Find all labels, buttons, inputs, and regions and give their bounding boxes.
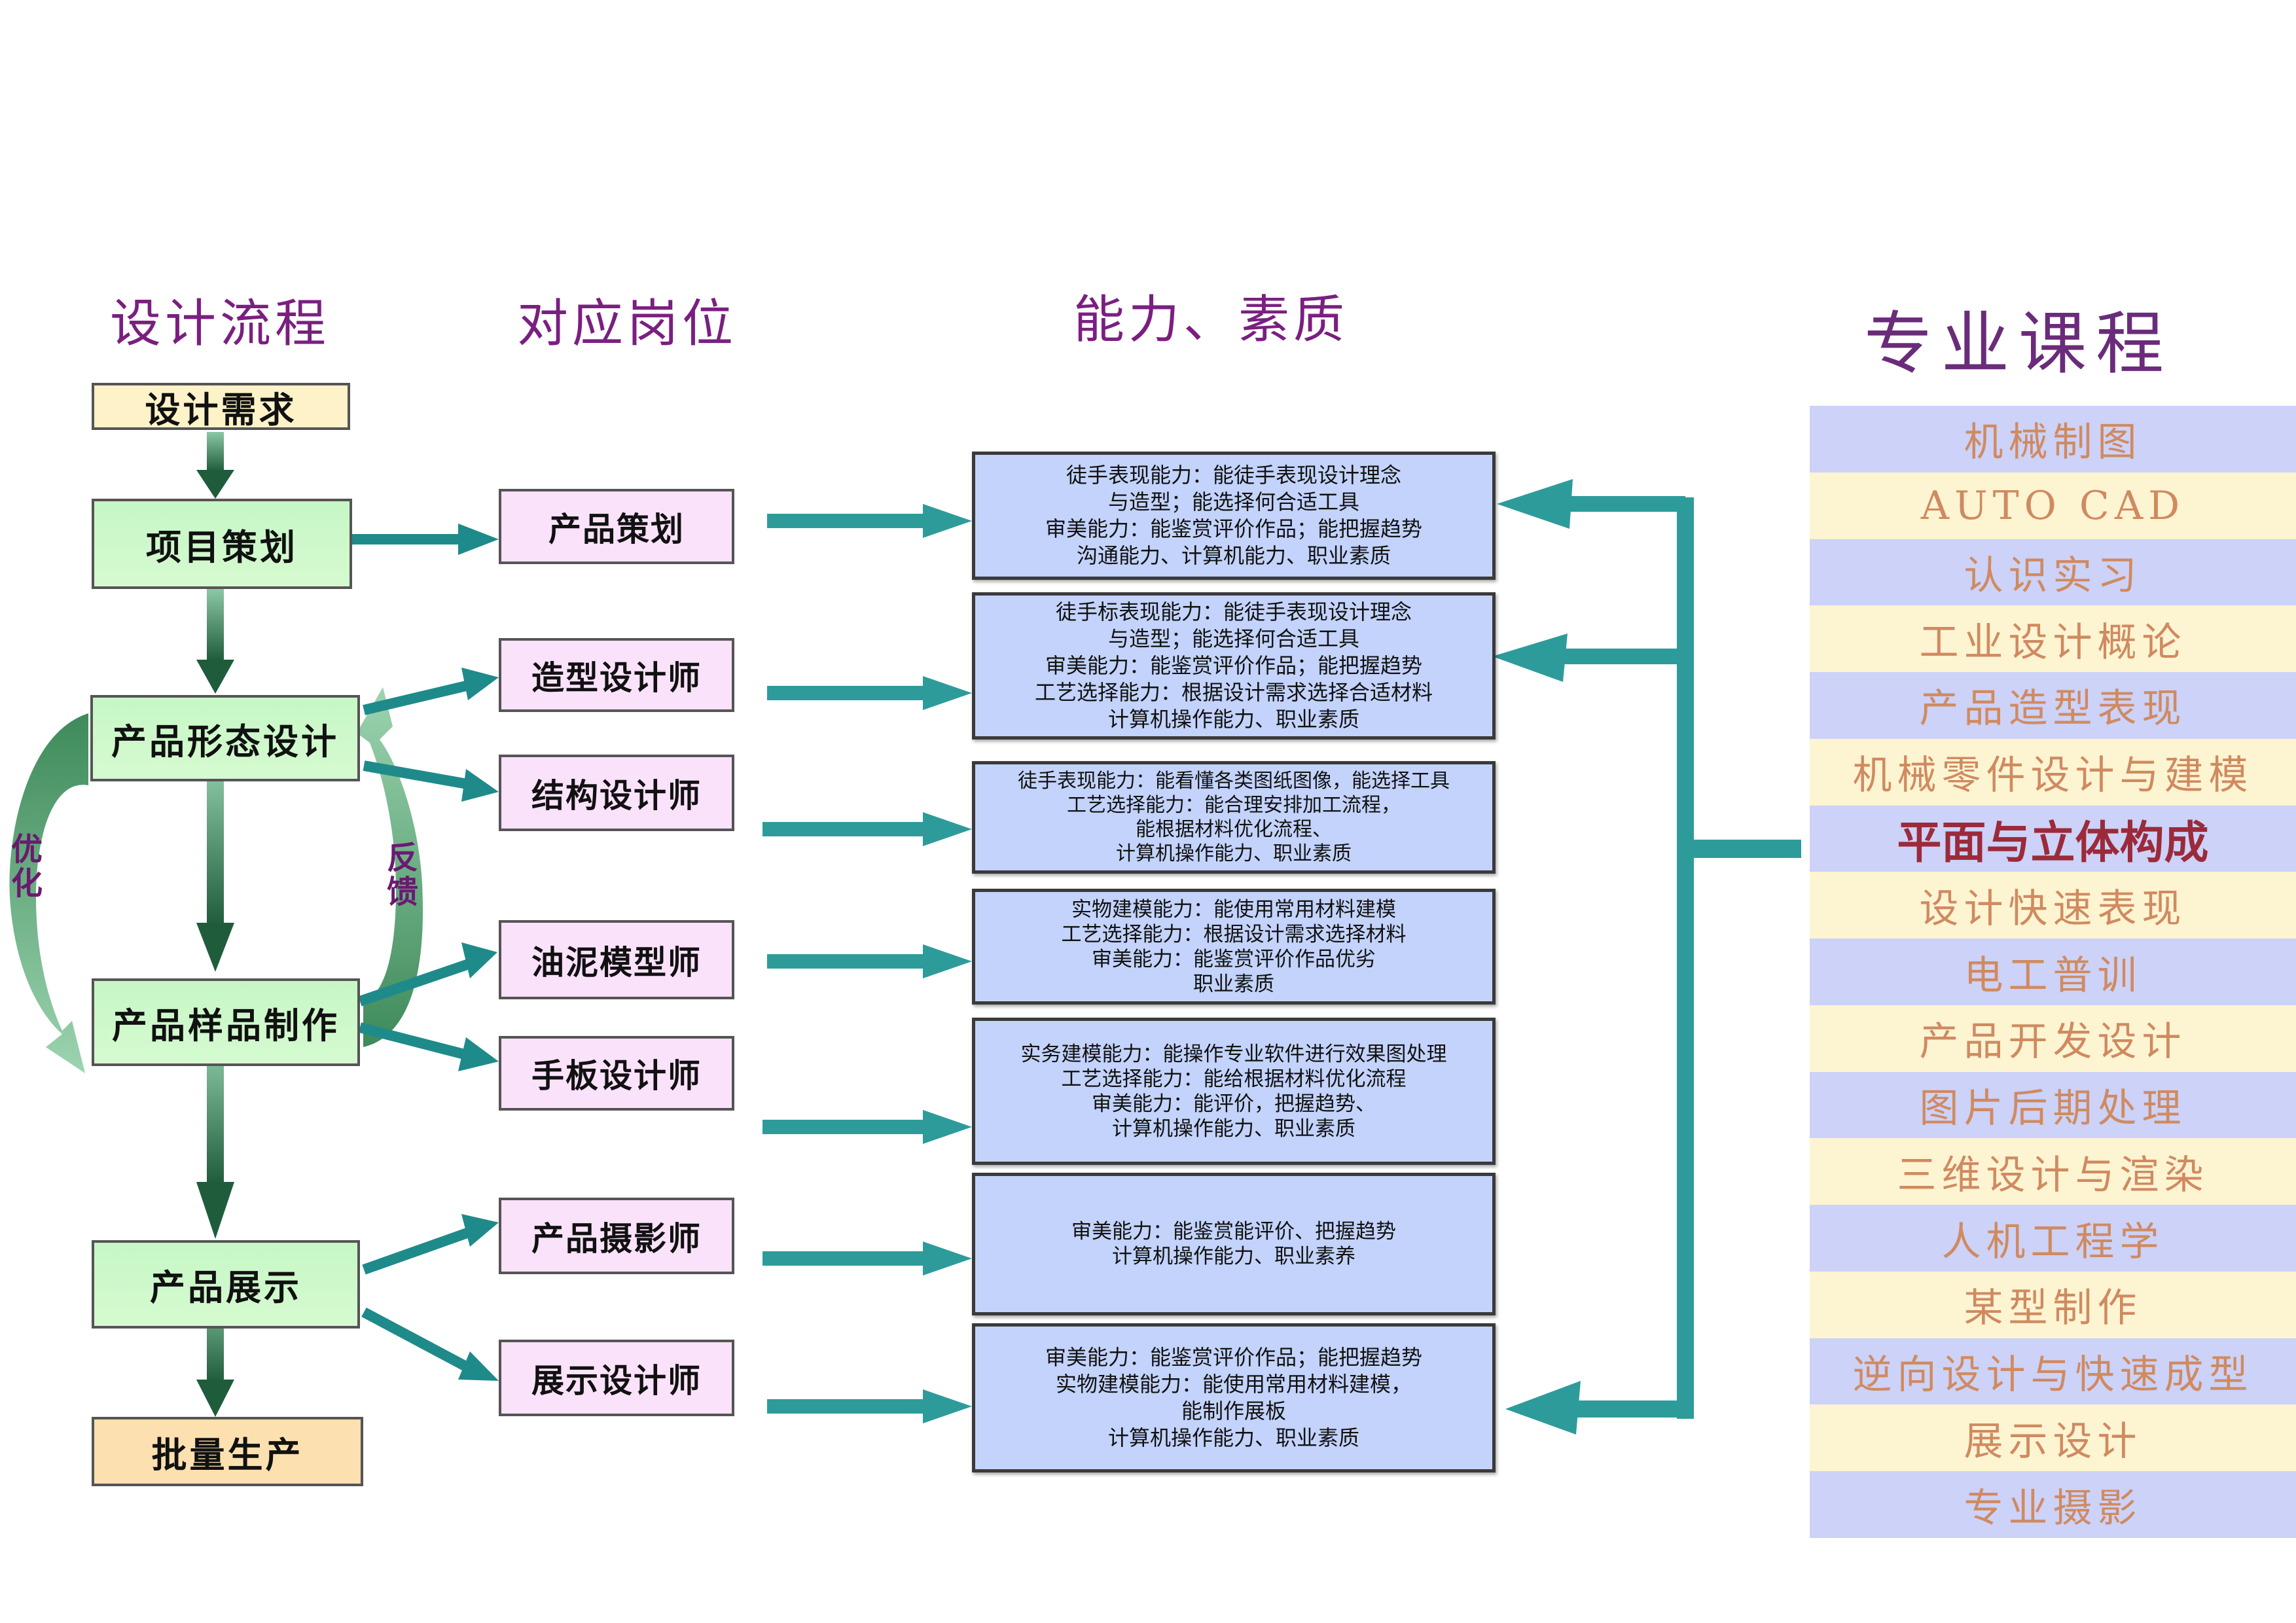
ability-line: 实务建模能力：能操作专业软件进行效果图处理 xyxy=(1020,1042,1447,1066)
ability-line: 工艺选择能力：根据设计需求选择材料 xyxy=(1061,922,1407,946)
flow-arrow-3 xyxy=(196,769,234,972)
course-item: 三维设计与渲染 xyxy=(1810,1138,2296,1205)
course-item: 图片后期处理 xyxy=(1810,1071,2296,1139)
flow-step-label: 产品形态设计 xyxy=(111,721,339,762)
course-item: AUTO CAD xyxy=(1810,472,2296,539)
ability-line: 工艺选择能力：根据设计需求选择合适材料 xyxy=(1034,680,1433,705)
ability-box-1: 徒手表现能力：能徒手表现设计理念 与造型；能选择何合适工具 审美能力：能鉴赏评价… xyxy=(972,452,1496,580)
flow-step-product-display: 产品展示 xyxy=(92,1240,360,1329)
ability-box-3: 徒手表现能力：能看懂各类图纸图像，能选择工具 工艺选择能力：能合理安排加工流程，… xyxy=(972,761,1496,874)
ability-line: 能制作展板 xyxy=(1181,1399,1286,1423)
ability-line: 徒手表现能力：能徒手表现设计理念 xyxy=(1066,463,1401,488)
position-to-ability-arrows xyxy=(762,504,972,1423)
ability-line: 计算机操作能力、职业素质 xyxy=(1116,842,1352,865)
flow-step-label: 产品展示 xyxy=(150,1267,302,1308)
course-item: 电工普训 xyxy=(1810,938,2296,1005)
position-label: 产品摄影师 xyxy=(531,1219,702,1258)
ability-line: 审美能力：能鉴赏评价作品；能把握趋势 xyxy=(1045,516,1422,541)
ability-box-6: 审美能力：能鉴赏能评价、把握趋势 计算机操作能力、职业素养 xyxy=(972,1173,1496,1315)
flow-step-prototype-making: 产品样品制作 xyxy=(92,978,360,1066)
ability-line: 与造型；能选择何合适工具 xyxy=(1107,490,1359,514)
ability-line: 实物建模能力：能使用常用材料建模 xyxy=(1071,897,1396,921)
ability-line: 审美能力：能鉴赏评价作品优劣 xyxy=(1092,947,1376,971)
course-item: 人机工程学 xyxy=(1810,1205,2296,1272)
ability-line: 计算机操作能力、职业素质 xyxy=(1112,1116,1355,1141)
optimize-loop-arrow xyxy=(9,713,88,1073)
flow-step-label: 设计需求 xyxy=(145,389,297,431)
loop-label-optimize: 优化 xyxy=(10,831,43,902)
course-item: 展示设计 xyxy=(1810,1404,2296,1472)
ability-line: 计算机操作能力、职业素养 xyxy=(1112,1245,1355,1268)
ability-line: 徒手表现能力：能看懂各类图纸图像，能选择工具 xyxy=(1018,770,1450,793)
header-courses: 专业课程 xyxy=(1864,304,2174,383)
flow-step-label: 产品样品制作 xyxy=(112,1005,340,1046)
flow-step-form-design: 产品形态设计 xyxy=(90,695,360,781)
ability-box-5: 实务建模能力：能操作专业软件进行效果图处理 工艺选择能力：能给根据材料优化流程 … xyxy=(972,1018,1496,1165)
position-styling-designer: 造型设计师 xyxy=(499,638,734,712)
ability-line: 审美能力：能鉴赏能评价、把握趋势 xyxy=(1071,1220,1396,1243)
flow-arrow-4 xyxy=(196,1047,234,1239)
position-prototype-designer: 手板设计师 xyxy=(499,1036,734,1111)
ability-line: 计算机操作能力、职业素质 xyxy=(1107,1425,1359,1450)
loop-label-feedback: 反馈 xyxy=(386,840,418,910)
position-product-planning: 产品策划 xyxy=(499,489,734,564)
ability-line: 徒手标表现能力：能徒手表现设计理念 xyxy=(1055,599,1412,624)
flow-to-position-arrows xyxy=(350,524,499,1381)
ability-line: 沟通能力、计算机能力、职业素质 xyxy=(1076,543,1391,568)
position-label: 结构设计师 xyxy=(531,776,702,815)
ability-box-4: 实物建模能力：能使用常用材料建模 工艺选择能力：根据设计需求选择材料 审美能力：… xyxy=(972,889,1496,1005)
position-label: 产品策划 xyxy=(548,510,685,548)
position-display-designer: 展示设计师 xyxy=(499,1340,734,1416)
flow-step-project-planning: 项目策划 xyxy=(92,499,352,589)
course-item: 机械零件设计与建模 xyxy=(1810,738,2296,806)
header-abilities: 能力、素质 xyxy=(1073,291,1349,349)
course-bracket-connector xyxy=(1492,479,1801,1435)
ability-line: 审美能力：能鉴赏评价作品；能把握趋势 xyxy=(1045,653,1422,678)
position-label: 油泥模型师 xyxy=(531,943,702,982)
course-item: 设计快速表现 xyxy=(1810,872,2296,939)
flow-step-label: 项目策划 xyxy=(146,526,298,568)
course-item: 机械制图 xyxy=(1810,406,2296,473)
flow-arrow-1 xyxy=(196,432,234,499)
flow-step-label: 批量生产 xyxy=(151,1434,304,1476)
course-item: 工业设计概论 xyxy=(1810,605,2296,673)
ability-box-2: 徒手标表现能力：能徒手表现设计理念 与造型；能选择何合适工具 审美能力：能鉴赏评… xyxy=(972,592,1496,740)
flow-arrow-2 xyxy=(196,589,234,694)
feedback-loop-arrow xyxy=(357,687,423,1047)
position-product-photographer: 产品摄影师 xyxy=(499,1198,734,1274)
course-item: 产品开发设计 xyxy=(1810,1005,2296,1072)
header-design-process: 设计流程 xyxy=(110,294,331,353)
course-item: 平面与立体构成 xyxy=(1810,805,2296,872)
ability-line: 审美能力：能评价，把握趋势、 xyxy=(1092,1092,1376,1116)
ability-line: 工艺选择能力：能合理安排加工流程， xyxy=(1067,794,1401,817)
course-item: 专业摄影 xyxy=(1810,1471,2296,1539)
ability-line: 工艺选择能力：能给根据材料优化流程 xyxy=(1061,1067,1407,1091)
header-positions: 对应岗位 xyxy=(517,294,738,353)
course-item: 产品造型表现 xyxy=(1810,672,2296,739)
ability-box-7: 审美能力：能鉴赏评价作品；能把握趋势 实物建模能力：能使用常用材料建模， 能制作… xyxy=(972,1323,1496,1472)
ability-line: 实物建模能力：能使用常用材料建模， xyxy=(1055,1372,1412,1397)
ability-line: 职业素质 xyxy=(1193,972,1274,996)
course-item: 认识实习 xyxy=(1810,539,2296,606)
position-label: 手板设计师 xyxy=(531,1057,702,1095)
ability-line: 计算机操作能力、职业素质 xyxy=(1107,707,1359,732)
course-item: 某型制作 xyxy=(1810,1271,2296,1338)
ability-line: 能根据材料优化流程、 xyxy=(1136,818,1332,841)
flow-step-mass-production: 批量生产 xyxy=(92,1417,363,1486)
position-clay-modeler: 油泥模型师 xyxy=(499,920,734,999)
position-structural-designer: 结构设计师 xyxy=(499,755,734,831)
position-label: 造型设计师 xyxy=(531,658,702,697)
position-label: 展示设计师 xyxy=(531,1361,702,1400)
flow-step-design-requirements: 设计需求 xyxy=(92,383,350,431)
course-item: 逆向设计与快速成型 xyxy=(1810,1338,2296,1405)
ability-line: 审美能力：能鉴赏评价作品；能把握趋势 xyxy=(1045,1345,1422,1370)
ability-line: 与造型；能选择何合适工具 xyxy=(1107,626,1359,651)
